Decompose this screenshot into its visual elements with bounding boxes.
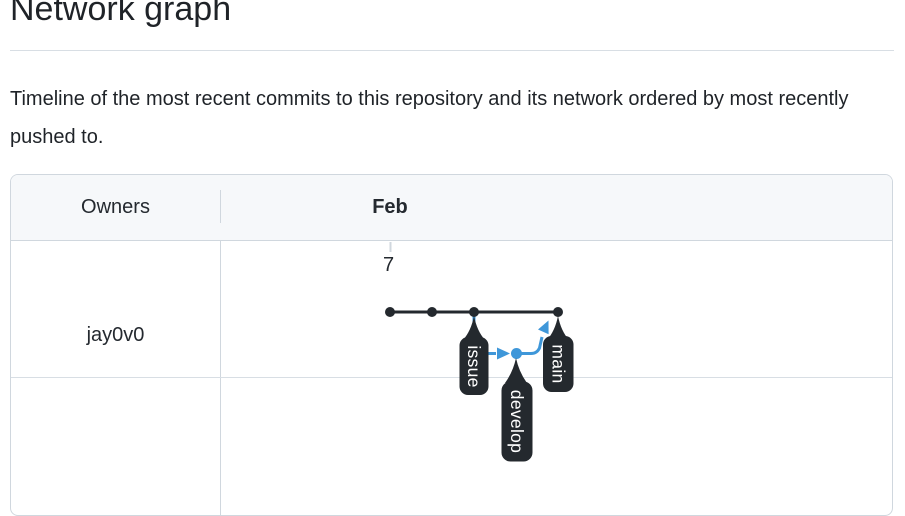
owner-link[interactable]: jay0v0 xyxy=(86,324,145,346)
network-graph-card: Owners Feb jay0v0 xyxy=(10,174,893,516)
row-divider xyxy=(11,377,892,378)
owners-column-header: Owners xyxy=(81,196,150,218)
title-divider xyxy=(10,50,894,51)
month-label: Feb xyxy=(372,196,408,218)
table-header: Owners Feb xyxy=(11,175,892,241)
column-divider xyxy=(220,241,221,515)
header-column-divider xyxy=(220,190,221,223)
page-description: Timeline of the most recent commits to t… xyxy=(10,88,849,148)
page-title: Network graph xyxy=(10,0,232,28)
